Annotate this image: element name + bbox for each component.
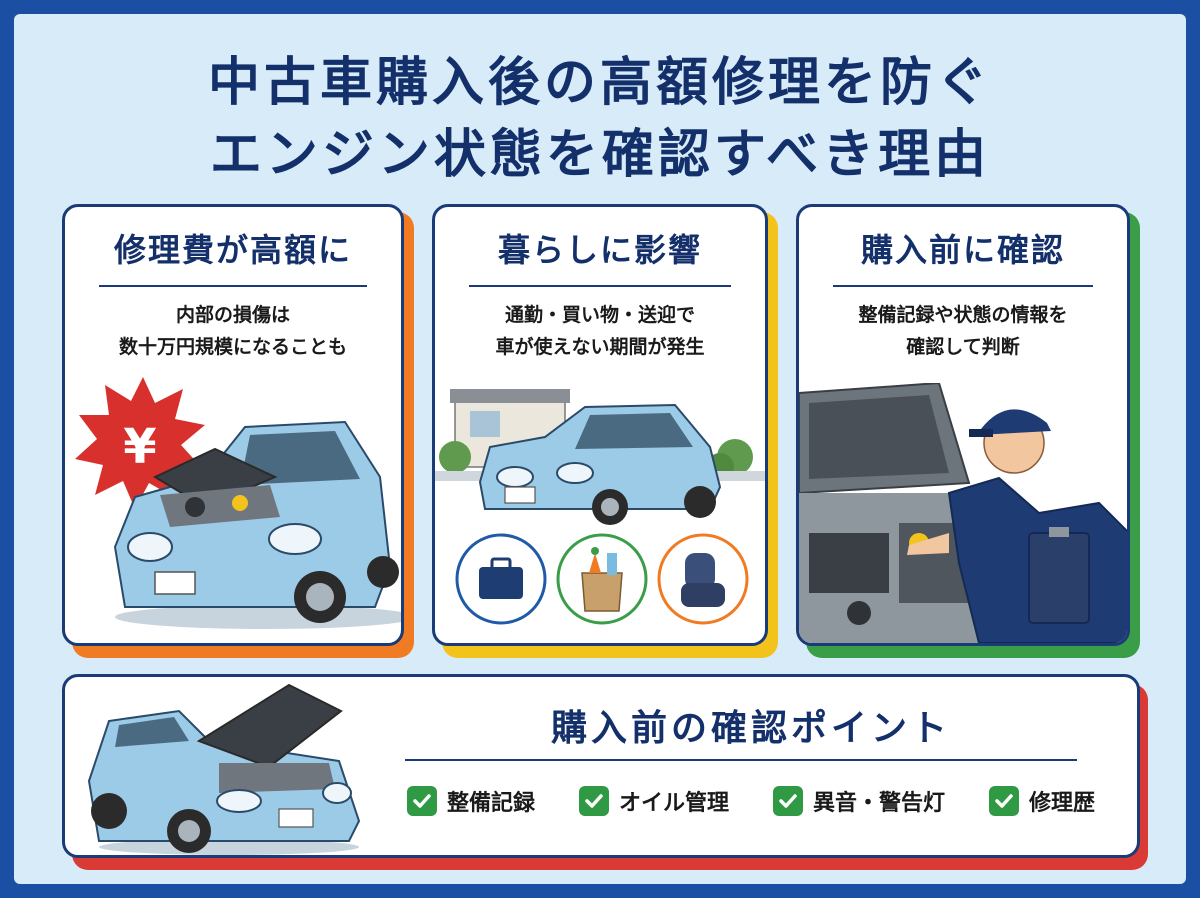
checkpoint-label: 整備記録 xyxy=(446,791,535,816)
yen-badge-text: ¥ xyxy=(123,419,156,475)
card-2-desc-line-1: 通勤・買い物・送迎で xyxy=(504,304,695,326)
checkmark-icon xyxy=(988,786,1019,816)
card-3-desc-line-2: 確認して判断 xyxy=(906,336,1020,358)
mechanic-inspection-illustration xyxy=(799,383,1127,643)
bottom-heading: 購入前の確認ポイント xyxy=(550,708,951,749)
card-3-heading: 購入前に確認 xyxy=(860,231,1065,269)
card-3-divider xyxy=(833,285,1093,287)
card-2-heading: 暮らしに影響 xyxy=(497,231,702,269)
car-open-hood-illustration-small xyxy=(87,683,361,855)
card-1-heading: 修理費が高額に xyxy=(113,231,352,269)
checkpoint-item: 修理歴 xyxy=(988,785,1095,817)
card-check-before-purchase: 購入前に確認 整備記録や状態の情報を 確認して判断 xyxy=(796,204,1130,646)
checkpoint-item: 整備記録 xyxy=(406,785,535,817)
checkpoint-label: 異音・警告灯 xyxy=(812,791,945,816)
title-line-2: エンジン状態を確認すべき理由 xyxy=(209,125,991,185)
card-3-description: 整備記録や状態の情報を 確認して判断 xyxy=(799,299,1127,363)
card-1-divider xyxy=(99,285,367,287)
checkpoint-label: オイル管理 xyxy=(618,791,729,816)
card-2-divider xyxy=(469,285,731,287)
checkpoint-item: 異音・警告灯 xyxy=(772,785,945,817)
checkpoint-label: 修理歴 xyxy=(1028,791,1095,816)
daily-life-icons xyxy=(455,533,749,625)
checkmark-icon xyxy=(578,786,609,816)
car-open-hood-illustration: ¥ xyxy=(75,377,401,629)
child-seat-icon xyxy=(657,533,749,625)
bottom-divider xyxy=(405,759,1077,761)
card-3-desc-line-1: 整備記録や状態の情報を xyxy=(858,304,1068,326)
bottom-checkpoints-card: 購入前の確認ポイント 整備記録 オイル管理 異音・警告灯 修理歴 xyxy=(62,674,1140,858)
mechanic-figure xyxy=(907,409,1127,643)
checkpoint-item: オイル管理 xyxy=(578,785,729,817)
card-2-description: 通勤・買い物・送迎で 車が使えない期間が発生 xyxy=(435,299,765,363)
grocery-bag-icon xyxy=(556,533,648,625)
card-2-desc-line-2: 車が使えない期間が発生 xyxy=(495,336,705,358)
briefcase-icon xyxy=(455,533,547,625)
title-line-1: 中古車購入後の高額修理を防ぐ xyxy=(207,53,992,113)
yen-burst-icon xyxy=(75,377,205,509)
checkpoint-list: 整備記録 オイル管理 異音・警告灯 修理歴 xyxy=(385,785,1117,817)
card-1-desc-line-1: 内部の損傷は xyxy=(175,304,290,326)
card-1-desc-line-2: 数十万円規模になることも xyxy=(118,336,347,358)
card-repair-cost: 修理費が高額に 内部の損傷は 数十万円規模になることも ¥ xyxy=(62,204,404,646)
card-1-description: 内部の損傷は 数十万円規模になることも xyxy=(65,299,401,363)
checkmark-icon xyxy=(406,786,437,816)
card-daily-life: 暮らしに影響 通勤・買い物・送迎で 車が使えない期間が発生 xyxy=(432,204,768,646)
car-house-illustration xyxy=(435,389,765,525)
checkmark-icon xyxy=(772,786,803,816)
